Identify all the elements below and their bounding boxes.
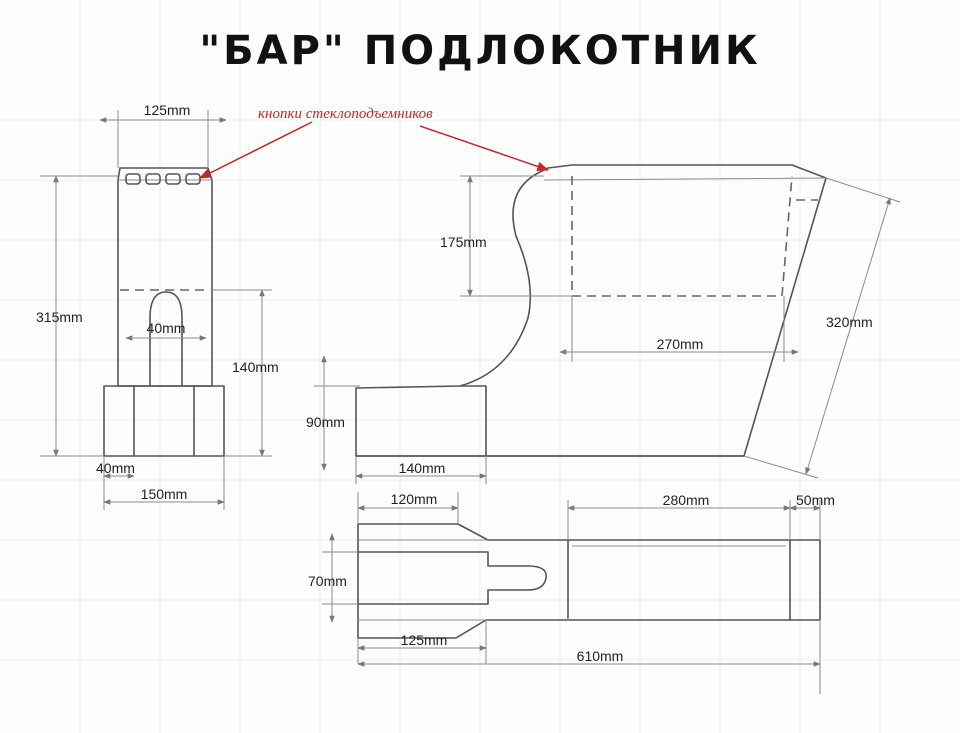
dim-top-tail-length: 125mm (401, 632, 448, 648)
drawing-title: "БАР" ПОДЛОКОТНИК (199, 28, 760, 74)
front-column (117, 167, 213, 387)
side-hidden-outline (571, 175, 793, 297)
dim-top-box-length: 280mm (663, 492, 710, 508)
annotation-label: кнопки стеклоподъемников (258, 106, 433, 122)
top-tongue (357, 551, 547, 605)
dim-side-base-height: 90mm (306, 414, 345, 430)
dim-side-base-length: 140mm (399, 460, 446, 476)
dim-front-lower-height: 140mm (232, 359, 279, 375)
dim-front-slot-width: 40mm (147, 320, 186, 336)
dim-top-total-length: 610mm (577, 648, 624, 664)
top-outline (357, 523, 821, 639)
window-buttons-row (125, 173, 201, 185)
annotation-arrow-front (198, 121, 313, 179)
dim-front-top-width: 125mm (144, 102, 191, 118)
front-slot (149, 291, 183, 387)
side-view: 175mm 270mm 320mm 90mm 140mm (306, 164, 901, 484)
dim-side-slant-length: 320mm (826, 314, 873, 330)
window-buttons-annotation: кнопки стеклоподъемников (198, 106, 550, 179)
dim-side-upper-height: 175mm (440, 234, 487, 250)
dim-front-total-height: 315mm (36, 309, 83, 325)
side-body (355, 164, 827, 457)
top-view: 120mm 280mm 50mm 70mm 125mm 610mm (308, 491, 835, 694)
annotation-arrow-side (419, 125, 550, 172)
front-view: 125mm 315mm 40mm 140mm 40mm 150mm (36, 102, 279, 510)
dim-top-end-length: 50mm (796, 492, 835, 508)
dim-front-side-width: 40mm (96, 460, 135, 476)
dim-top-front-length: 120mm (391, 491, 438, 507)
dim-side-inner-length: 270mm (657, 336, 704, 352)
top-box (567, 539, 791, 621)
dim-top-width: 70mm (308, 573, 347, 589)
front-base (103, 385, 225, 457)
dim-front-base-width: 150mm (141, 486, 188, 502)
